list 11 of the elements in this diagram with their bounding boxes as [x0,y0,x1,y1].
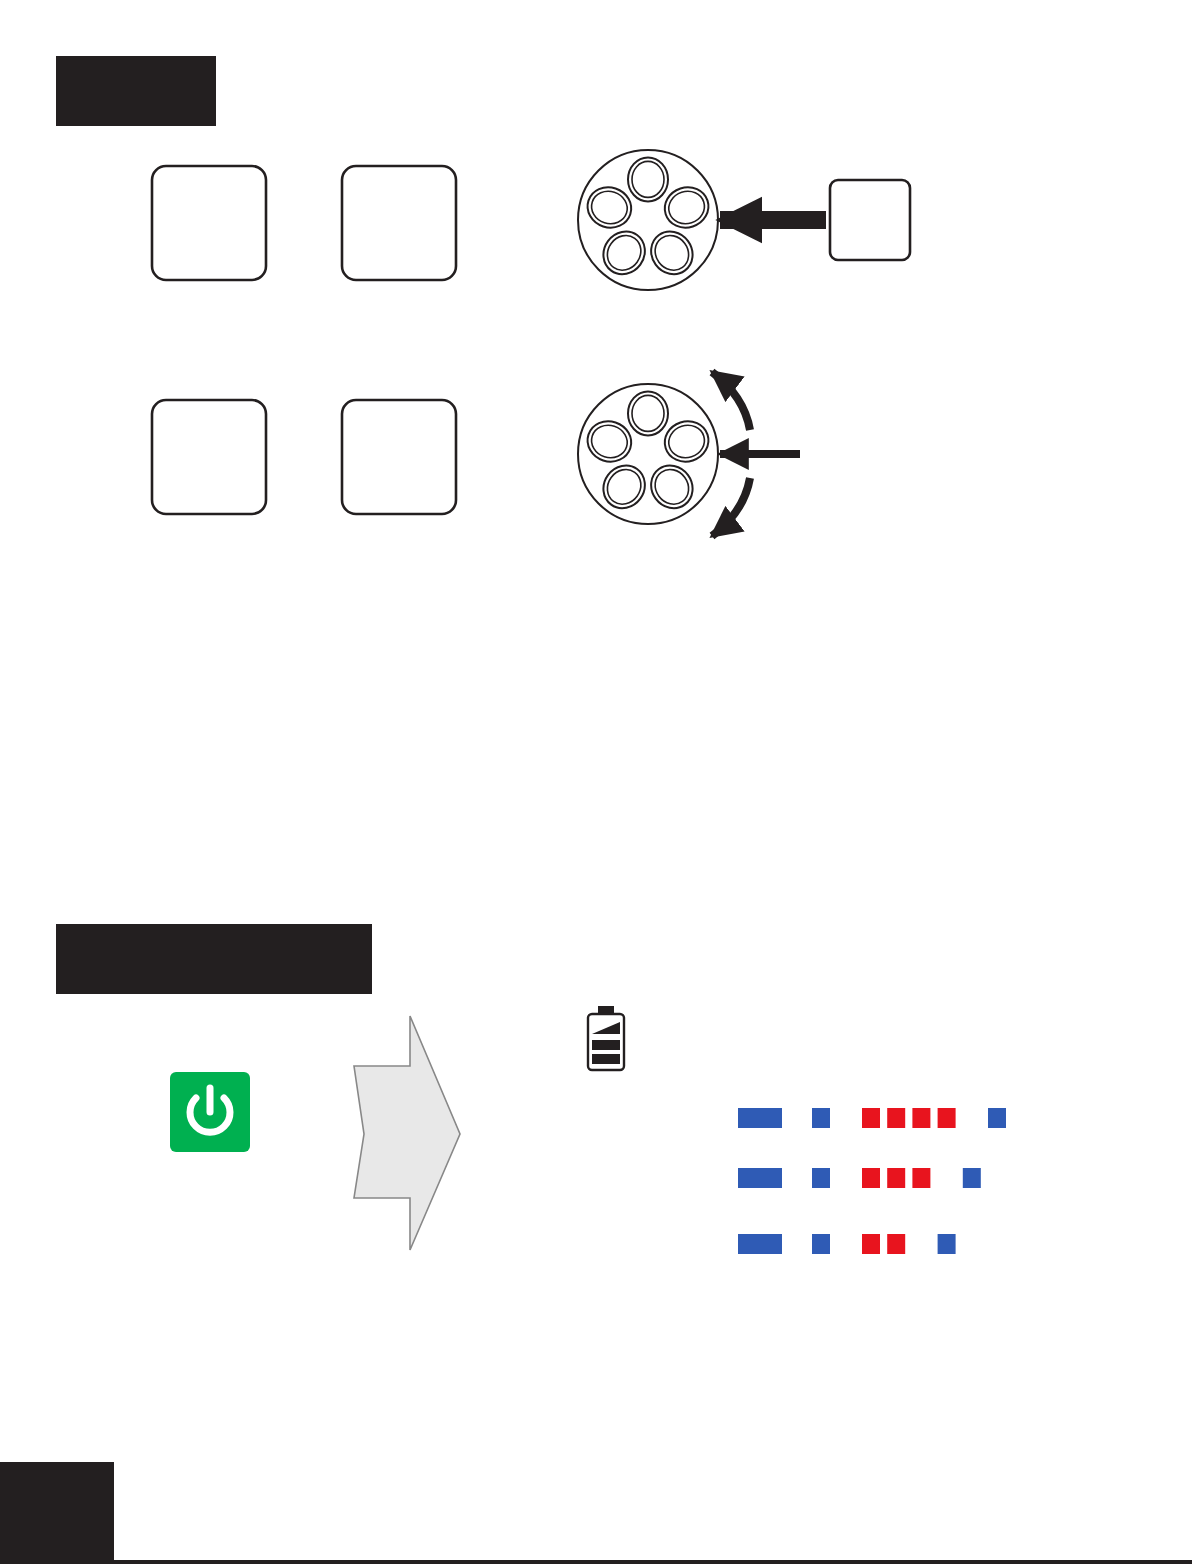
rounded-box [828,178,912,262]
rounded-box [150,164,268,282]
rounded-box [340,398,458,516]
rounded-box [150,398,268,516]
wheel-drawing [577,383,719,525]
rounded-box [340,164,458,282]
heading-bar [56,924,372,994]
arrow [716,438,800,470]
arrow [715,196,826,244]
heading-bar [56,56,216,126]
wheel-drawing [577,149,719,291]
